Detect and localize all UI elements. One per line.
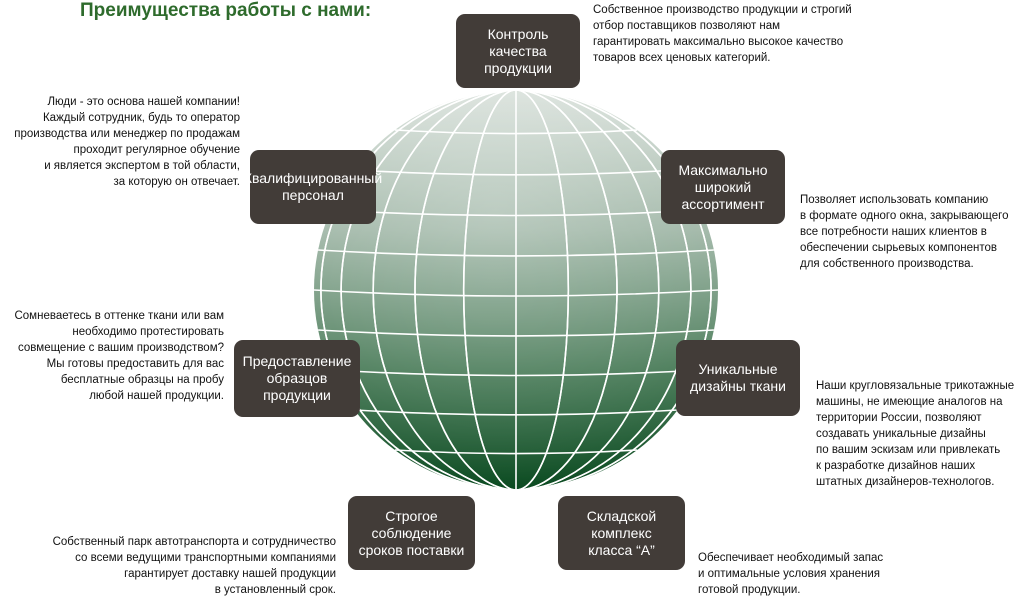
designs-box: Уникальные дизайны ткани (676, 340, 800, 416)
designs-description: Наши кругловязальные трикотажные машины,… (816, 380, 1015, 488)
globe-parallel (394, 129, 638, 135)
globe-parallel (354, 409, 678, 416)
quality-box: Контроль качества продукции (456, 14, 580, 88)
assortment-description: Позволяет использовать компанию в формат… (800, 194, 1009, 270)
warehouse-description: Обеспечивает необходимый запас и оптимал… (698, 552, 884, 596)
delivery-box: Строгое соблюдение сроков поставки (348, 496, 475, 570)
globe-parallel (318, 329, 714, 337)
globe-parallel (394, 449, 638, 455)
delivery-description: Собственный парк автотранспорта и сотруд… (52, 536, 336, 596)
samples-box: Предоставление образцов продукции (234, 340, 360, 417)
globe-parallel (313, 289, 719, 297)
page-title: Преимущества работы с нами: (80, 0, 372, 21)
assortment-box: Максимально широкий ассортимент (661, 150, 785, 224)
quality-description: Собственное производство продукции и стр… (593, 4, 852, 64)
globe-parallel (330, 209, 702, 217)
globe-parallel (318, 249, 714, 257)
globe-parallel (354, 169, 678, 176)
globe-parallel (330, 369, 702, 377)
warehouse-box: Складской комплекс класса “А” (558, 496, 685, 570)
globe-grid (313, 89, 719, 491)
staff-box: Квалифицированный персонал (244, 150, 382, 224)
staff-description: Люди - это основа нашей компании! Каждый… (14, 96, 240, 188)
samples-description: Сомневаетесь в оттенке ткани или вам нео… (14, 310, 224, 402)
